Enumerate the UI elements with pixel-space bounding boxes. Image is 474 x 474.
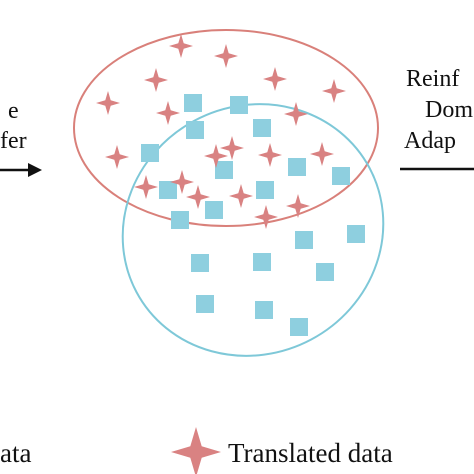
target-domain-ellipse bbox=[121, 103, 385, 357]
left-arrow bbox=[0, 163, 42, 177]
star-marker bbox=[286, 194, 310, 218]
right-label-line1: Reinf bbox=[406, 66, 460, 92]
star-marker bbox=[134, 175, 158, 199]
star-marker bbox=[258, 143, 282, 167]
left-label-line2: fer bbox=[0, 128, 27, 154]
square-marker bbox=[196, 295, 214, 313]
star-marker bbox=[144, 68, 168, 92]
translated-domain-ellipse bbox=[73, 29, 379, 227]
square-marker bbox=[295, 231, 313, 249]
star-marker bbox=[156, 101, 180, 125]
star-marker bbox=[229, 184, 253, 208]
star-marker bbox=[96, 91, 120, 115]
square-markers bbox=[141, 94, 365, 336]
square-marker bbox=[316, 263, 334, 281]
square-marker bbox=[205, 201, 223, 219]
legend-translated-label: Translated data bbox=[228, 438, 393, 468]
left-label-line1: e bbox=[8, 98, 19, 124]
star-markers bbox=[96, 34, 346, 229]
legend-star-shape bbox=[171, 427, 221, 474]
square-marker bbox=[184, 94, 202, 112]
square-marker bbox=[288, 158, 306, 176]
square-marker bbox=[159, 181, 177, 199]
star-marker bbox=[310, 142, 334, 166]
star-marker bbox=[105, 145, 129, 169]
square-marker bbox=[253, 119, 271, 137]
star-marker bbox=[204, 144, 228, 168]
square-marker bbox=[347, 225, 365, 243]
legend-left-text: ata bbox=[0, 438, 32, 468]
square-marker bbox=[171, 211, 189, 229]
star-marker bbox=[170, 170, 194, 194]
square-marker bbox=[255, 301, 273, 319]
right-label-line3: Adap bbox=[404, 128, 456, 154]
star-marker bbox=[254, 205, 278, 229]
square-marker bbox=[332, 167, 350, 185]
square-marker bbox=[256, 181, 274, 199]
square-marker bbox=[191, 254, 209, 272]
square-marker bbox=[141, 144, 159, 162]
star-marker bbox=[186, 185, 210, 209]
square-marker bbox=[253, 253, 271, 271]
star-marker bbox=[169, 34, 193, 58]
square-marker bbox=[230, 96, 248, 114]
star-marker bbox=[284, 102, 308, 126]
right-label-line2: Dom bbox=[425, 97, 473, 123]
star-marker bbox=[214, 44, 238, 68]
star-marker bbox=[322, 79, 346, 103]
square-marker bbox=[215, 161, 233, 179]
legend-star-icon bbox=[171, 427, 221, 474]
star-marker bbox=[220, 136, 244, 160]
star-marker bbox=[263, 67, 287, 91]
square-marker bbox=[186, 121, 204, 139]
square-marker bbox=[290, 318, 308, 336]
